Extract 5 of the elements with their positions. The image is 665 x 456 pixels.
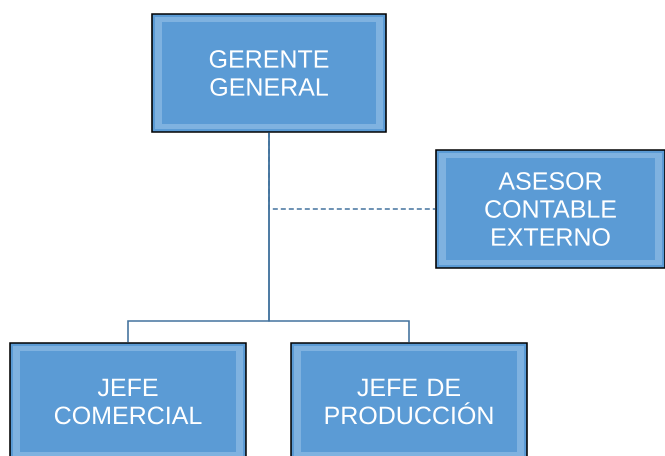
org-box: JEFE DE PRODUCCIÓN: [290, 342, 528, 456]
org-box: JEFE COMERCIAL: [9, 342, 247, 456]
connector-line: [268, 132, 410, 342]
org-box: GERENTE GENERAL: [151, 13, 387, 133]
org-box: ASESOR CONTABLE EXTERNO: [435, 149, 665, 269]
